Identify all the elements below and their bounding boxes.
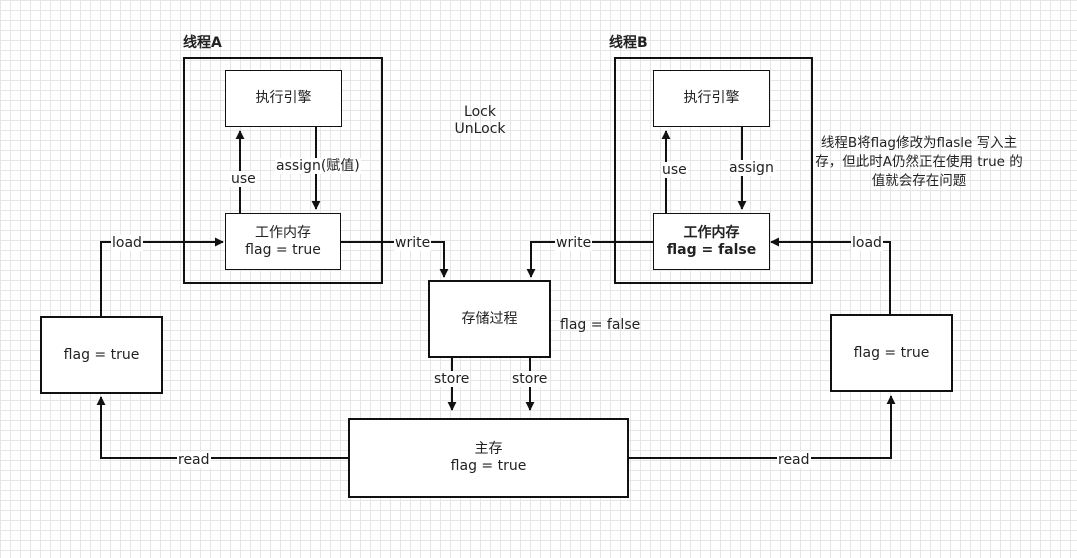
- left-flag-value: flag = true: [63, 346, 140, 363]
- edge-label-read-left: read: [177, 452, 211, 468]
- lock-label: Lock: [464, 104, 496, 120]
- store-process-box: 存储过程: [428, 280, 551, 358]
- thread-a-work-memory-title: 工作内存: [255, 224, 311, 241]
- left-flag-box: flag = true: [40, 316, 163, 394]
- edge-label-store-left: store: [433, 371, 471, 387]
- unlock-label: UnLock: [454, 121, 506, 137]
- thread-b-engine: 执行引擎: [653, 70, 770, 127]
- thread-b-engine-label: 执行引擎: [683, 90, 740, 106]
- thread-a-engine-label: 执行引擎: [255, 90, 312, 106]
- main-memory-value: flag = true: [450, 458, 527, 474]
- edge-label-load-right: load: [851, 235, 883, 251]
- edge-label-read-right: read: [777, 452, 811, 468]
- arrow-load-left: [100, 237, 224, 317]
- arrow-load-right: [770, 237, 891, 314]
- thread-a-work-memory-value: flag = true: [245, 241, 321, 258]
- right-flag-value: flag = true: [853, 344, 930, 361]
- arrow-read-left: [96, 396, 349, 459]
- thread-b-use-label: use: [661, 162, 688, 178]
- arrow-read-right: [628, 395, 896, 459]
- thread-a-use-label: use: [230, 171, 257, 187]
- main-memory-title: 主存: [474, 441, 503, 457]
- thread-b-work-memory-value: flag = false: [666, 241, 757, 258]
- thread-b-title: 线程B: [609, 35, 648, 51]
- main-memory-box: 主存 flag = true: [348, 418, 629, 498]
- edge-label-write-left: write: [394, 235, 432, 251]
- thread-b-work-memory: 工作内存 flag = false: [653, 213, 770, 270]
- thread-a-title: 线程A: [183, 35, 222, 51]
- thread-b-assign-label: assign: [728, 160, 775, 176]
- thread-a-engine: 执行引擎: [225, 70, 342, 127]
- lock-unlock-text: Lock UnLock: [440, 104, 520, 138]
- arrow-write-right: [526, 241, 654, 278]
- store-process-label: 存储过程: [461, 310, 518, 327]
- edge-label-store-right: store: [511, 371, 549, 387]
- thread-b-container: [614, 57, 813, 284]
- edge-label-load-left: load: [111, 235, 143, 251]
- note-text: 线程B将flag修改为flasle 写入主存，但此时A仍然正在使用 true 的…: [815, 135, 1023, 189]
- thread-b-work-memory-title: 工作内存: [683, 224, 740, 241]
- edge-label-write-right: write: [555, 235, 593, 251]
- thread-a-work-memory: 工作内存 flag = true: [225, 213, 341, 270]
- store-process-flag-value: flag = false: [560, 317, 641, 333]
- thread-a-container: [183, 57, 383, 284]
- right-flag-box: flag = true: [830, 314, 953, 392]
- arrow-write-left: [340, 241, 449, 278]
- thread-a-assign-label: assign(赋值): [275, 158, 361, 174]
